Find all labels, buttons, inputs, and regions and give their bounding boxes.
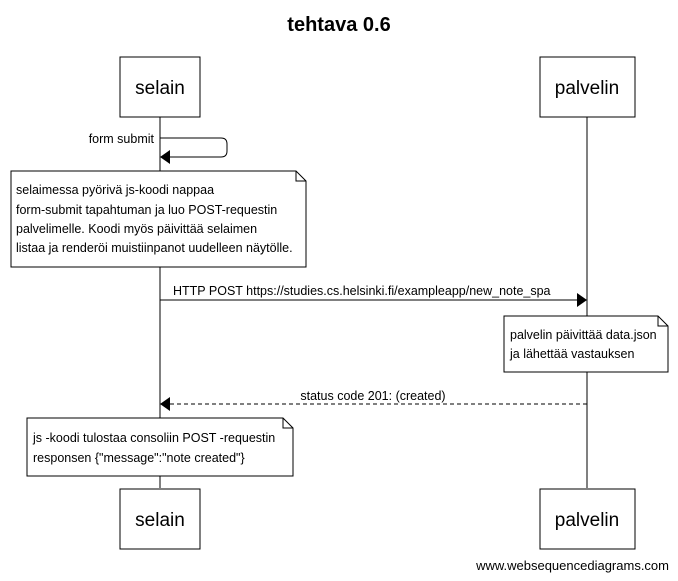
note-server-line-2: ja lähettää vastauksen xyxy=(509,347,634,361)
participant-browser-top: selain xyxy=(119,56,201,118)
message-status-label: status code 201: (created) xyxy=(300,389,445,403)
note-browser-line-3: palvelimelle. Koodi myös päivittää selai… xyxy=(16,222,257,236)
note-response: js -koodi tulostaa consoliin POST -reque… xyxy=(26,417,294,477)
note-browser-line-4: listaa ja renderöi muistiinpanot uudelle… xyxy=(16,241,293,255)
message-http-post: HTTP POST https://studies.cs.helsinki.fi… xyxy=(160,284,587,307)
participant-browser-bottom: selain xyxy=(119,488,201,550)
message-form-submit: form submit xyxy=(89,132,228,164)
message-form-submit-label: form submit xyxy=(89,132,155,146)
participant-server-label: palvelin xyxy=(555,78,619,99)
diagram-title: tehtava 0.6 xyxy=(287,14,390,36)
note-server: palvelin päivittää data.json ja lähettää… xyxy=(503,315,669,373)
participant-browser-label: selain xyxy=(135,78,185,99)
footer-attribution: www.websequencediagrams.com xyxy=(475,558,669,573)
message-status: status code 201: (created) xyxy=(160,389,587,411)
arrowhead-icon xyxy=(160,150,170,164)
message-http-post-label: HTTP POST https://studies.cs.helsinki.fi… xyxy=(173,284,551,298)
note-browser-line-1: selaimessa pyörivä js-koodi nappaa xyxy=(16,183,214,197)
note-browser: selaimessa pyörivä js-koodi nappaa form-… xyxy=(10,170,307,268)
arrowhead-icon xyxy=(577,293,587,307)
participant-server-bottom: palvelin xyxy=(539,488,636,550)
participant-server-bottom-label: palvelin xyxy=(555,510,619,531)
note-browser-line-2: form-submit tapahtuman ja luo POST-reque… xyxy=(16,203,277,217)
arrowhead-icon xyxy=(160,397,170,411)
participant-browser-bottom-label: selain xyxy=(135,510,185,531)
note-response-line-1: js -koodi tulostaa consoliin POST -reque… xyxy=(32,431,275,445)
participant-server-top: palvelin xyxy=(539,56,636,118)
note-response-line-2: responsen {"message":"note created"} xyxy=(33,451,245,465)
note-server-line-1: palvelin päivittää data.json xyxy=(510,328,657,342)
